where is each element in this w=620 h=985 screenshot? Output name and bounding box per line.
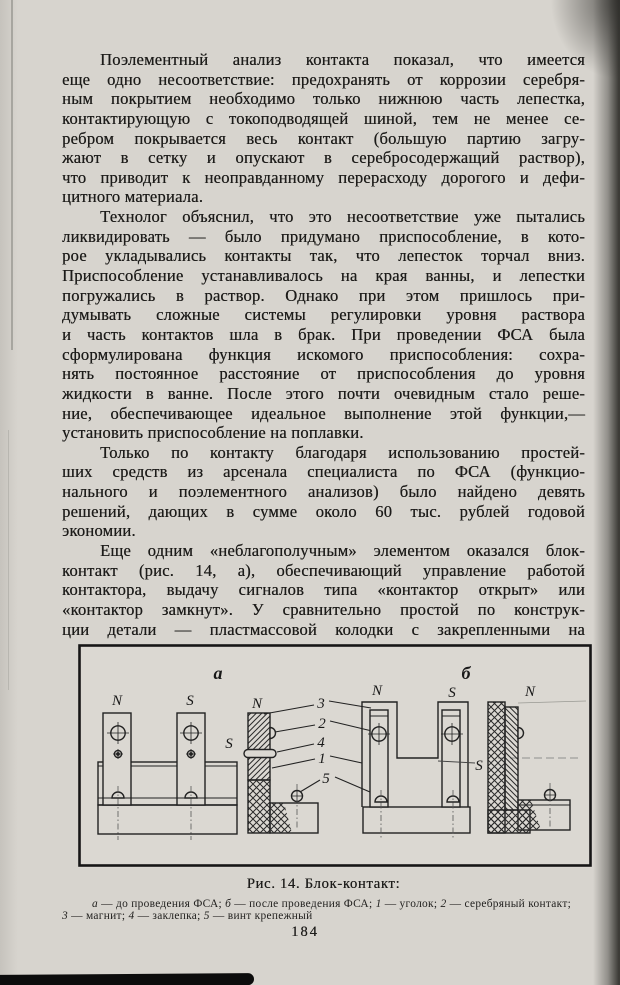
b-front-n-label: N	[371, 683, 383, 699]
text-line: Технолог объяснил, что это несоответстви…	[100, 207, 585, 227]
text-line: ным покрытием необходимо только нижнюю ч…	[62, 89, 585, 109]
text-line: ребром покрывается весь контакт (большую…	[62, 128, 585, 148]
text-line: нального и поэлементного анализов) было …	[62, 482, 585, 502]
scan-artifact-bar	[0, 973, 255, 985]
callout-4: 4	[317, 735, 325, 751]
figure-frame	[78, 644, 592, 867]
caption-key: а	[92, 898, 98, 910]
b-side-s-label: S	[475, 758, 483, 774]
subfigure-b-label: б	[462, 663, 472, 683]
text-line: цитного материала.	[62, 187, 204, 207]
caption-text: — после проведения ФСА;	[231, 898, 376, 910]
a-side-view	[243, 712, 319, 834]
text-line: ших средств из арсенала специалиста по Ф…	[62, 462, 585, 482]
text-line: контакт (рис. 14, а), обеспечивающий упр…	[62, 560, 585, 580]
right-scan-edge	[593, 0, 620, 985]
b-side-n-label: N	[524, 684, 536, 700]
callout-3: 3	[316, 696, 325, 712]
subfigure-a-label: а	[214, 663, 223, 683]
a-front-s-label: S	[186, 693, 194, 709]
text-line: контактирующую с токоподводящей шиной, т…	[62, 108, 585, 128]
caption-key: 4	[128, 910, 135, 923]
text-line: погружались в раствор. Однако при этом п…	[62, 285, 585, 305]
callout-5: 5	[322, 771, 330, 787]
text-line: еще одно несоответствие: предохранять от…	[62, 69, 585, 89]
text-line: что приводит к неоправданному перерасход…	[62, 167, 585, 187]
text-line: экономии.	[62, 521, 136, 541]
text-line: ние, обеспечивающее идеальное выполнение…	[62, 403, 585, 423]
caption-key: б	[225, 898, 232, 910]
text-line: ции детали — пластмассовой колодки с зак…	[62, 619, 585, 639]
text-line: жидкости в ванне. После этого почти очев…	[62, 383, 585, 403]
text-line: и часть контактов шла в брак. При провед…	[62, 324, 585, 344]
caption-key: 3	[62, 910, 68, 923]
text-line: «контактор замкнут». У сравнительно прос…	[62, 599, 585, 619]
figure-caption-line: а — до проведения ФСА; б — после проведе…	[62, 898, 596, 910]
figure-caption-line: 3 — магнит; 4 — заклепка; 5 — винт крепе…	[62, 910, 596, 922]
figure-caption: а — до проведения ФСА; б — после проведе…	[62, 898, 596, 923]
caption-text: — заклепка;	[134, 910, 204, 923]
figure-drawing: а б	[78, 644, 592, 867]
a-side-s-label: S	[225, 736, 233, 752]
text-line: контактора, выдачу сигналов типа «контак…	[62, 580, 585, 600]
page-number: 184	[291, 924, 319, 940]
b-front-view	[361, 701, 476, 838]
corner-shadow	[550, 0, 620, 80]
figure-block: а б	[78, 644, 592, 868]
paper-crease	[11, 0, 13, 350]
text-line: думывать сложные системы регулировки уро…	[62, 305, 585, 325]
left-scan-edge	[0, 0, 20, 985]
callout-1: 1	[318, 751, 326, 767]
figure-caption-title: Рис. 14. Блок-контакт:	[246, 876, 401, 892]
text-line: Приспособление устанавливалось на края в…	[62, 266, 585, 286]
b-side-view	[487, 700, 587, 834]
text-line: нять постоянное расстояние от приспособл…	[62, 364, 585, 384]
paper-crease	[8, 430, 9, 690]
a-front-n-label: N	[111, 693, 123, 709]
text-line: установить приспособление на поплавки.	[62, 423, 364, 443]
caption-key: 5	[203, 910, 210, 923]
text-line: жают в сетку и опускают в серебросодержа…	[62, 148, 585, 168]
text-line: сформулирована функция искомого приспосо…	[62, 344, 585, 364]
caption-key: 1	[375, 898, 382, 910]
caption-text: — уголок;	[381, 898, 441, 910]
text-line: решений, дающих в сумме около 60 тыс. ру…	[62, 501, 585, 521]
caption-text: — до проведения ФСА;	[98, 898, 226, 910]
b-front-s-label: S	[448, 685, 456, 701]
caption-key: 2	[440, 898, 447, 910]
text-line: Только по контакту благодаря использован…	[100, 442, 585, 462]
a-front-view	[97, 712, 238, 840]
caption-text: — магнит;	[68, 910, 129, 923]
caption-text: — серебряный контакт;	[446, 898, 572, 910]
a-side-n-label: N	[251, 696, 263, 712]
callout-2: 2	[318, 716, 326, 732]
caption-text: — винт крепежный	[209, 910, 313, 923]
text-line: Еще одним «неблагополучным» элементом ок…	[100, 541, 585, 561]
text-line: ликвидировать — было придумано приспособ…	[62, 226, 585, 246]
body-text: Поэлементный анализ контакта показал, чт…	[62, 50, 585, 639]
text-line: Поэлементный анализ контакта показал, чт…	[100, 50, 585, 69]
text-line: рое укладывались контакты так, что лепес…	[62, 246, 585, 266]
